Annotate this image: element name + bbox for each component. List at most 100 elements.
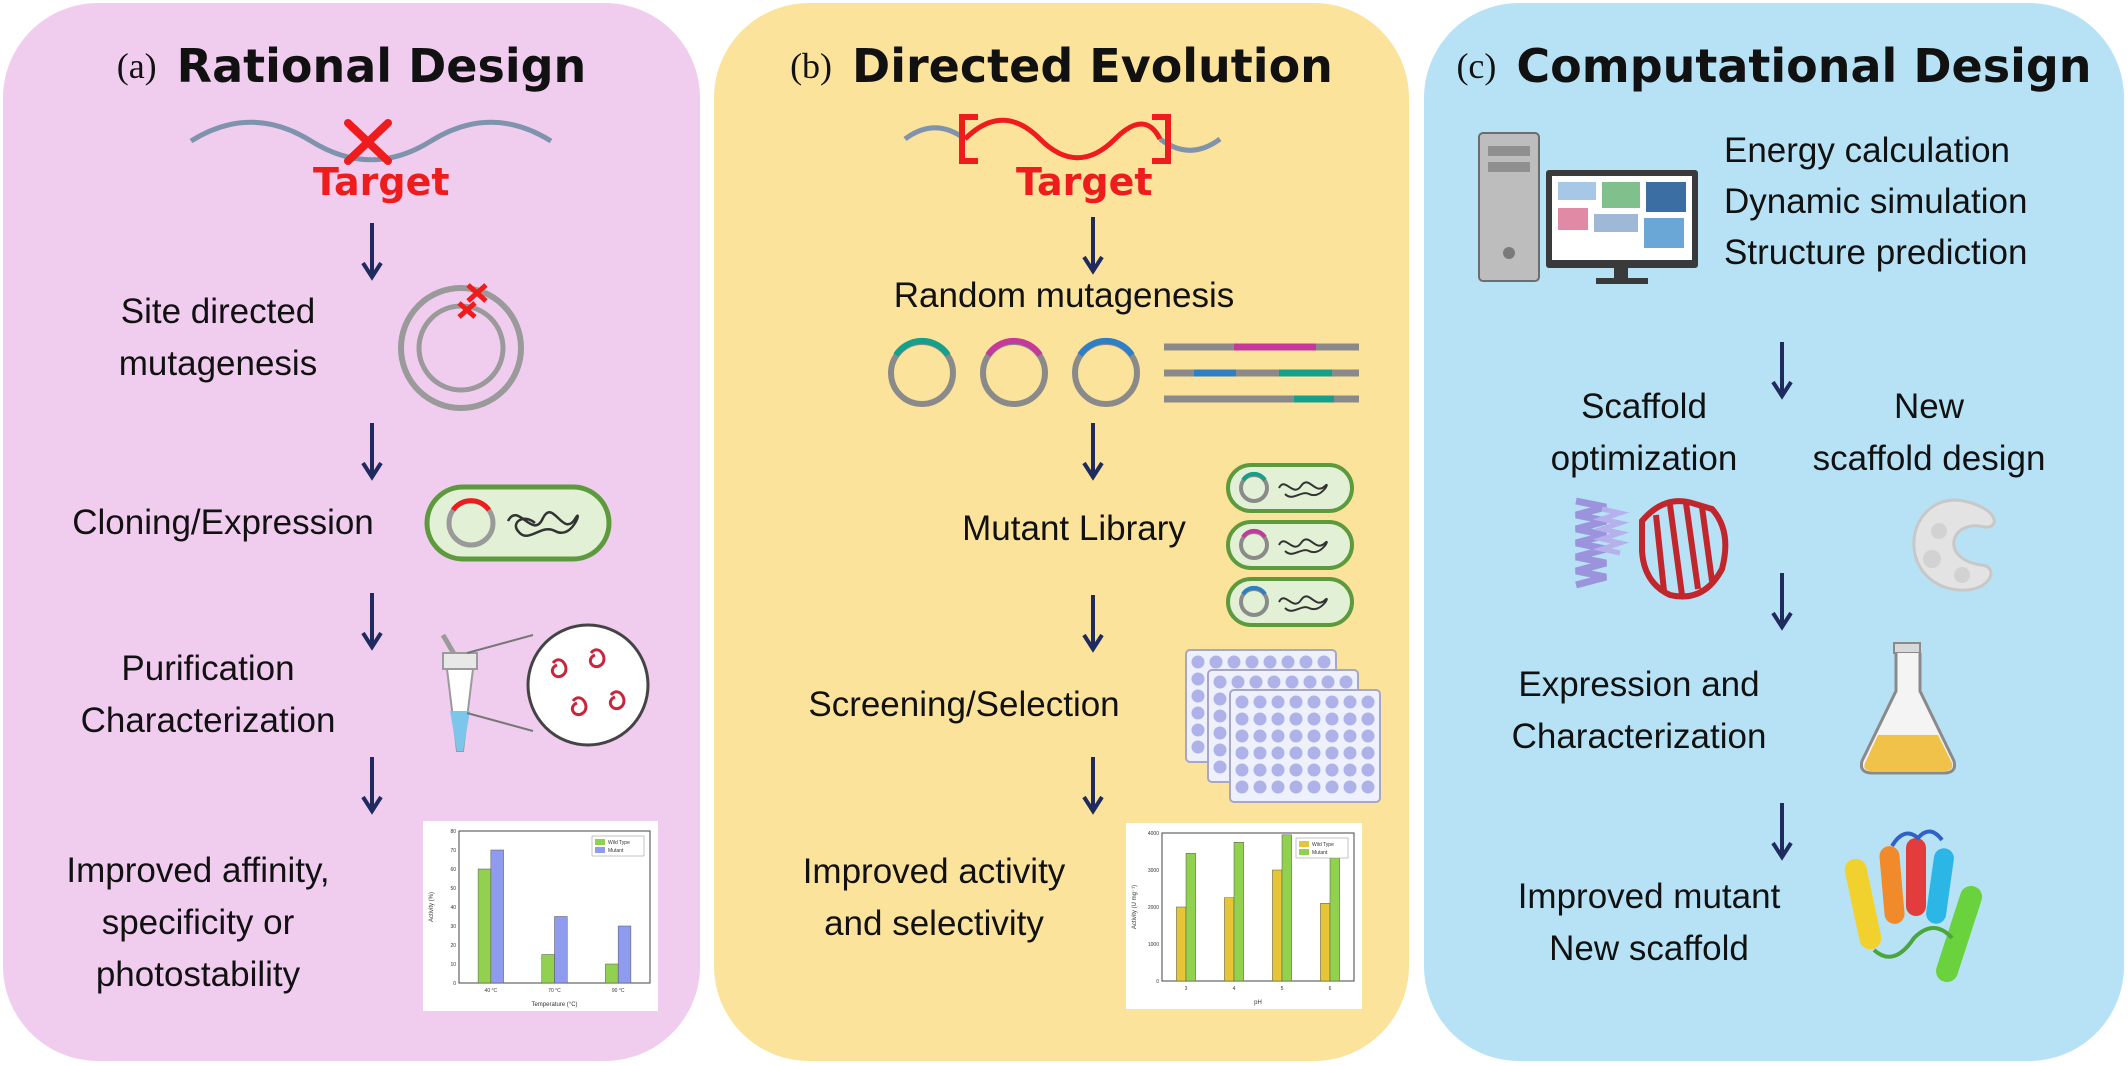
plate-well	[1249, 675, 1263, 689]
method-item: Structure prediction	[1724, 233, 2028, 272]
bar-wild-type	[1320, 903, 1331, 982]
bar-mutant	[1329, 847, 1340, 982]
panel-computational-design: (c) Computational Design Energy calculati…	[1424, 3, 2124, 1061]
x-axis-label: pH	[1254, 1000, 1262, 1006]
down-arrow-icon	[361, 593, 383, 651]
down-arrow-icon	[1082, 423, 1104, 481]
plate-well	[1289, 729, 1303, 743]
panel-header: (a)Rational Design	[3, 39, 700, 93]
plate-well	[1343, 729, 1357, 743]
plate-well	[1289, 712, 1303, 726]
x-tick-label: 40 °C	[485, 988, 498, 994]
plate-well	[1271, 780, 1285, 794]
x-tick-label: 3	[1185, 986, 1188, 992]
step-purification-characterization: Purification Characterization	[58, 643, 358, 747]
plate-well	[1245, 655, 1259, 669]
step-line: Random mutagenesis	[893, 276, 1235, 315]
plate-well	[1253, 780, 1267, 794]
plate-well	[1361, 729, 1375, 743]
target-gene-icon	[903, 114, 1222, 164]
plate-well	[1325, 746, 1339, 760]
plate-well	[1235, 780, 1249, 794]
down-arrow-icon	[1771, 573, 1793, 631]
bar-mutant	[1281, 834, 1292, 982]
plate-well	[1289, 780, 1303, 794]
plate-well	[1343, 746, 1357, 760]
legend-label: Mutant	[1312, 850, 1328, 856]
plate-well	[1213, 675, 1227, 689]
plate-body	[1229, 689, 1381, 803]
method-item: Energy calculation	[1724, 131, 2010, 170]
legend-label: Wild Type	[1312, 842, 1334, 848]
step-site-directed-mutagenesis: Site directed mutagenesis	[98, 286, 338, 390]
panel-label: (c)	[1456, 46, 1497, 86]
y-tick-label: 70	[450, 848, 456, 854]
plate-well	[1343, 695, 1357, 709]
plate-well	[1285, 675, 1299, 689]
x-tick-label: 6	[1329, 986, 1332, 992]
plate-well	[1343, 763, 1357, 777]
step-line: Purification	[121, 649, 295, 688]
plate-well	[1227, 655, 1241, 669]
legend-swatch	[1299, 849, 1309, 855]
plate-well	[1271, 729, 1285, 743]
plate-well	[1209, 655, 1223, 669]
panel-directed-evolution: (b)Directed Evolution Target Random muta…	[714, 3, 1409, 1061]
x-tick-label: 4	[1233, 986, 1236, 992]
panel-rational-design: (a)Rational Design Target Site directed …	[3, 3, 700, 1061]
well-plates-icon	[1185, 649, 1381, 803]
y-tick-label: 40	[450, 905, 456, 911]
bar-mutant	[617, 925, 632, 984]
panel-title: Computational Design	[1516, 39, 2092, 93]
scaffold-blob-icon	[1912, 498, 1996, 592]
plate-well	[1213, 760, 1227, 774]
step-screening-selection: Screening/Selection	[784, 679, 1144, 731]
plate-well	[1191, 706, 1205, 720]
plate-well	[1307, 763, 1321, 777]
y-tick-label: 3000	[1148, 868, 1159, 874]
legend-swatch	[595, 839, 605, 845]
down-arrow-icon	[1082, 757, 1104, 815]
mutant-plasmids-icon	[888, 337, 1359, 407]
down-arrow-icon	[1082, 217, 1104, 275]
legend-swatch	[1299, 841, 1309, 847]
bar-mutant	[1185, 853, 1196, 982]
scaffold-optimization-label: Scaffold optimization	[1534, 381, 1754, 485]
plate-well	[1299, 655, 1313, 669]
y-tick-label: 10	[450, 962, 456, 968]
x-tick-label: 90 °C	[612, 988, 625, 994]
plate-well	[1289, 763, 1303, 777]
plate-well	[1317, 655, 1331, 669]
step-line: Site directed	[120, 292, 316, 331]
plate-well	[1361, 763, 1375, 777]
y-axis-label: Activity (%)	[429, 892, 435, 922]
step-line: Improved activity	[802, 852, 1066, 891]
step-line: Screening/Selection	[808, 685, 1120, 724]
plate-well	[1307, 746, 1321, 760]
plate-well	[1253, 729, 1267, 743]
plate-well	[1325, 695, 1339, 709]
plate-well	[1307, 780, 1321, 794]
y-axis-label: Activity (U mg⁻¹)	[1132, 885, 1138, 929]
result-line: Improved mutant	[1517, 877, 1781, 916]
branch-line: scaffold design	[1812, 439, 2046, 478]
panel-header: (b)Directed Evolution	[714, 39, 1409, 93]
well-plate	[1229, 689, 1381, 803]
target-label: Target	[1016, 160, 1153, 204]
y-tick-label: 2000	[1148, 905, 1159, 911]
plate-well	[1253, 695, 1267, 709]
bar-wild-type	[1272, 869, 1283, 982]
branch-line: optimization	[1550, 439, 1738, 478]
step-improved-activity: Improved activity and selectivity	[794, 846, 1074, 950]
plate-well	[1307, 695, 1321, 709]
plate-well	[1253, 746, 1267, 760]
plate-well	[1361, 712, 1375, 726]
plate-well	[1213, 709, 1227, 723]
branch-line: New	[1893, 387, 1965, 426]
plate-well	[1325, 729, 1339, 743]
step-line: mutagenesis	[118, 344, 318, 383]
mutant-library-cells-icon	[1226, 463, 1354, 627]
panel-label: (b)	[790, 46, 833, 86]
